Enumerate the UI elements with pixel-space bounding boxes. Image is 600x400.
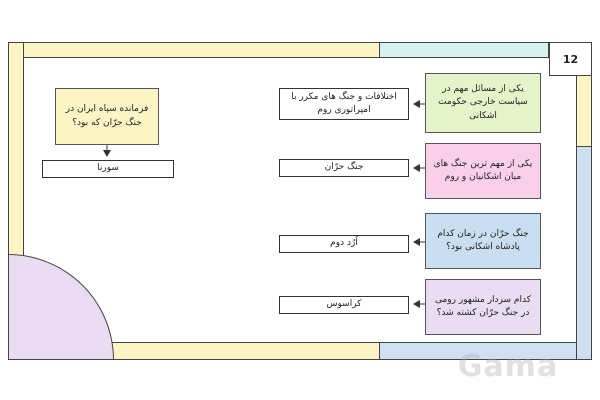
question-box-3: جنگ حرّان در زمان کدام پادشاه اشکانی بود… (425, 213, 541, 269)
question-box-4: کدام سردار مشهور رومی در جنگ حرّان کشته … (425, 279, 541, 335)
question-box-1: یکی از مسائل مهم در سیاست خارجی حکومت اش… (425, 73, 541, 133)
answer-box-4: کراسوس (279, 296, 409, 314)
answer-box-1: اختلافات و جنگ های مکرر با امپراتوری روم (279, 88, 409, 120)
side-answer-box: سورنا (42, 160, 174, 178)
answer-box-2: جنگ حرّان (279, 159, 409, 177)
side-question-box: فرمانده سپاه ایران در جنگ حرّان که بود؟ (55, 88, 159, 145)
page-number: 12 (549, 42, 592, 76)
watermark-logo: Gama (457, 348, 559, 384)
corner-quarter-circle (8, 254, 114, 360)
answer-box-3: اُرُد دوم (279, 235, 409, 253)
question-box-2: یکی از مهم ترین جنگ های میان اشکانیان و … (425, 143, 541, 199)
